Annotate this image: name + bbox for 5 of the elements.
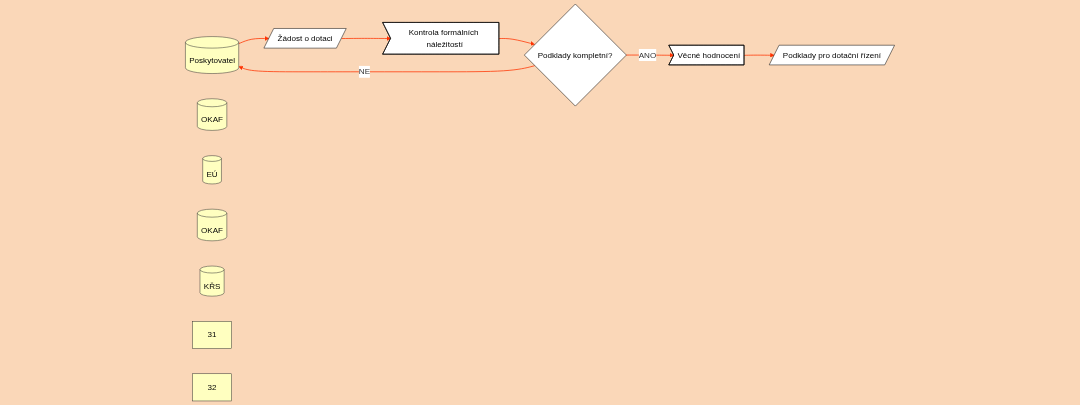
edge-label: ANO [638, 50, 657, 60]
node-box: 31 [192, 321, 232, 349]
node-diamond: Podklady kompletní? [524, 3, 627, 107]
node-box: 32 [192, 373, 232, 402]
edge-label: NE [358, 67, 371, 76]
